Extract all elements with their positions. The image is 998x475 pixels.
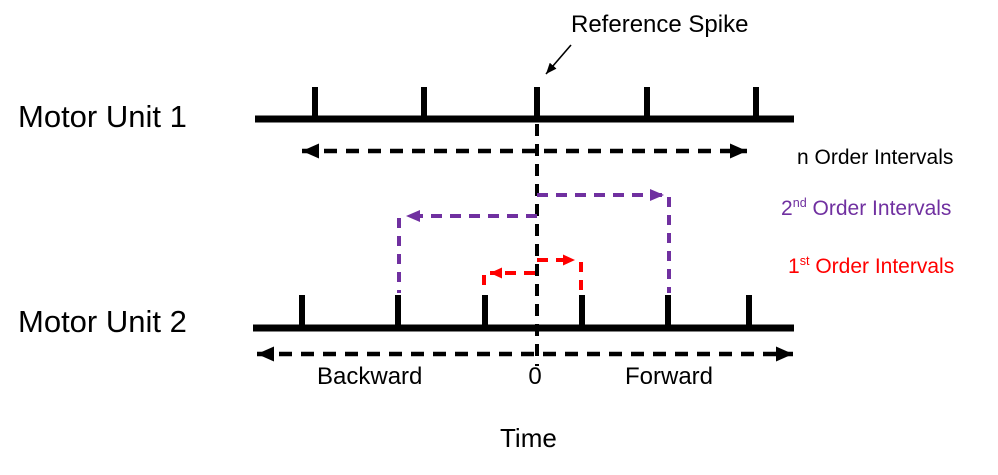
zero-origin-label: 0 bbox=[528, 363, 542, 390]
first-order-forward-arrow bbox=[537, 254, 583, 291]
motor-unit-1-train bbox=[255, 87, 794, 123]
motor-unit-2-train bbox=[253, 295, 794, 332]
second-order-number: 2 bbox=[781, 197, 793, 220]
first-order-text: Order Intervals bbox=[809, 255, 955, 278]
motor-unit-1-label: Motor Unit 1 bbox=[18, 99, 187, 134]
first-order-number: 1 bbox=[788, 255, 800, 278]
first-order-backward-arrow bbox=[482, 267, 535, 291]
backward-label: Backward bbox=[317, 363, 423, 390]
second-order-ordinal-suffix: nd bbox=[792, 196, 807, 210]
reference-pointer-arrow bbox=[545, 44, 572, 75]
second-order-backward-arrow bbox=[397, 210, 537, 293]
time-axis-label: Time bbox=[500, 423, 557, 453]
reference-spike-label: Reference Spike bbox=[571, 11, 749, 38]
first-order-ordinal-suffix: st bbox=[799, 254, 810, 268]
forward-label: Forward bbox=[625, 363, 714, 390]
motor-unit-2-label: Motor Unit 2 bbox=[18, 304, 187, 339]
second-order-text: Order Intervals bbox=[806, 197, 952, 220]
first-order-intervals-label: 1st Order Intervals bbox=[788, 254, 955, 278]
second-order-intervals-label: 2nd Order Intervals bbox=[781, 196, 952, 220]
second-order-forward-arrow bbox=[537, 189, 671, 293]
n-order-intervals-label: n Order Intervals bbox=[797, 146, 954, 169]
